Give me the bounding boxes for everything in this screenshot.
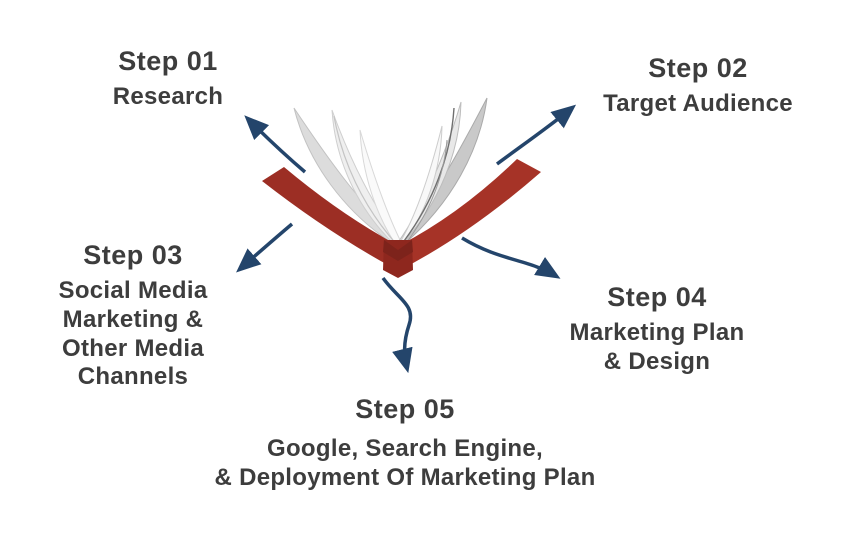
step-01-block: Step 01 Research [113, 46, 223, 112]
open-book-image [262, 97, 541, 278]
step-03-text-line3: Other Media [61, 334, 204, 362]
step-02-text: Target Audience [603, 90, 793, 117]
step-05-label: Step 05 [355, 394, 455, 424]
arrow-step-01 [244, 115, 307, 174]
step-03-text-line2: Marketing & [62, 305, 204, 333]
step-03-text-line4: Channels [77, 363, 189, 391]
step-04-block: Step 04 Marketing Plan & Design [570, 282, 745, 377]
step-05-text-line2: & Deployment Of Marketing Plan [214, 463, 596, 491]
arrow-step-02 [495, 104, 577, 166]
step-05-text-line1: Google, Search Engine, [267, 435, 543, 462]
step-03-label: Step 03 [83, 240, 183, 270]
step-03-block: Step 03 Social Media Marketing & Other M… [59, 240, 208, 392]
arrow-step-03 [236, 222, 294, 273]
step-04-label: Step 04 [607, 282, 707, 312]
step-01-text: Research [112, 83, 224, 110]
step-01-label: Step 01 [118, 46, 218, 76]
step-05-block: Step 05 Google, Search Engine, & Deploym… [214, 394, 595, 493]
step-03-text-line1: Social Media [58, 277, 208, 304]
step-02-block: Step 02 Target Audience [603, 53, 793, 119]
arrow-step-05 [381, 276, 413, 374]
step-04-text-line1: Marketing Plan [569, 319, 745, 346]
step-02-label: Step 02 [648, 53, 748, 83]
step-04-text-line2: & Design [603, 347, 711, 375]
arrow-step-04 [461, 236, 561, 279]
